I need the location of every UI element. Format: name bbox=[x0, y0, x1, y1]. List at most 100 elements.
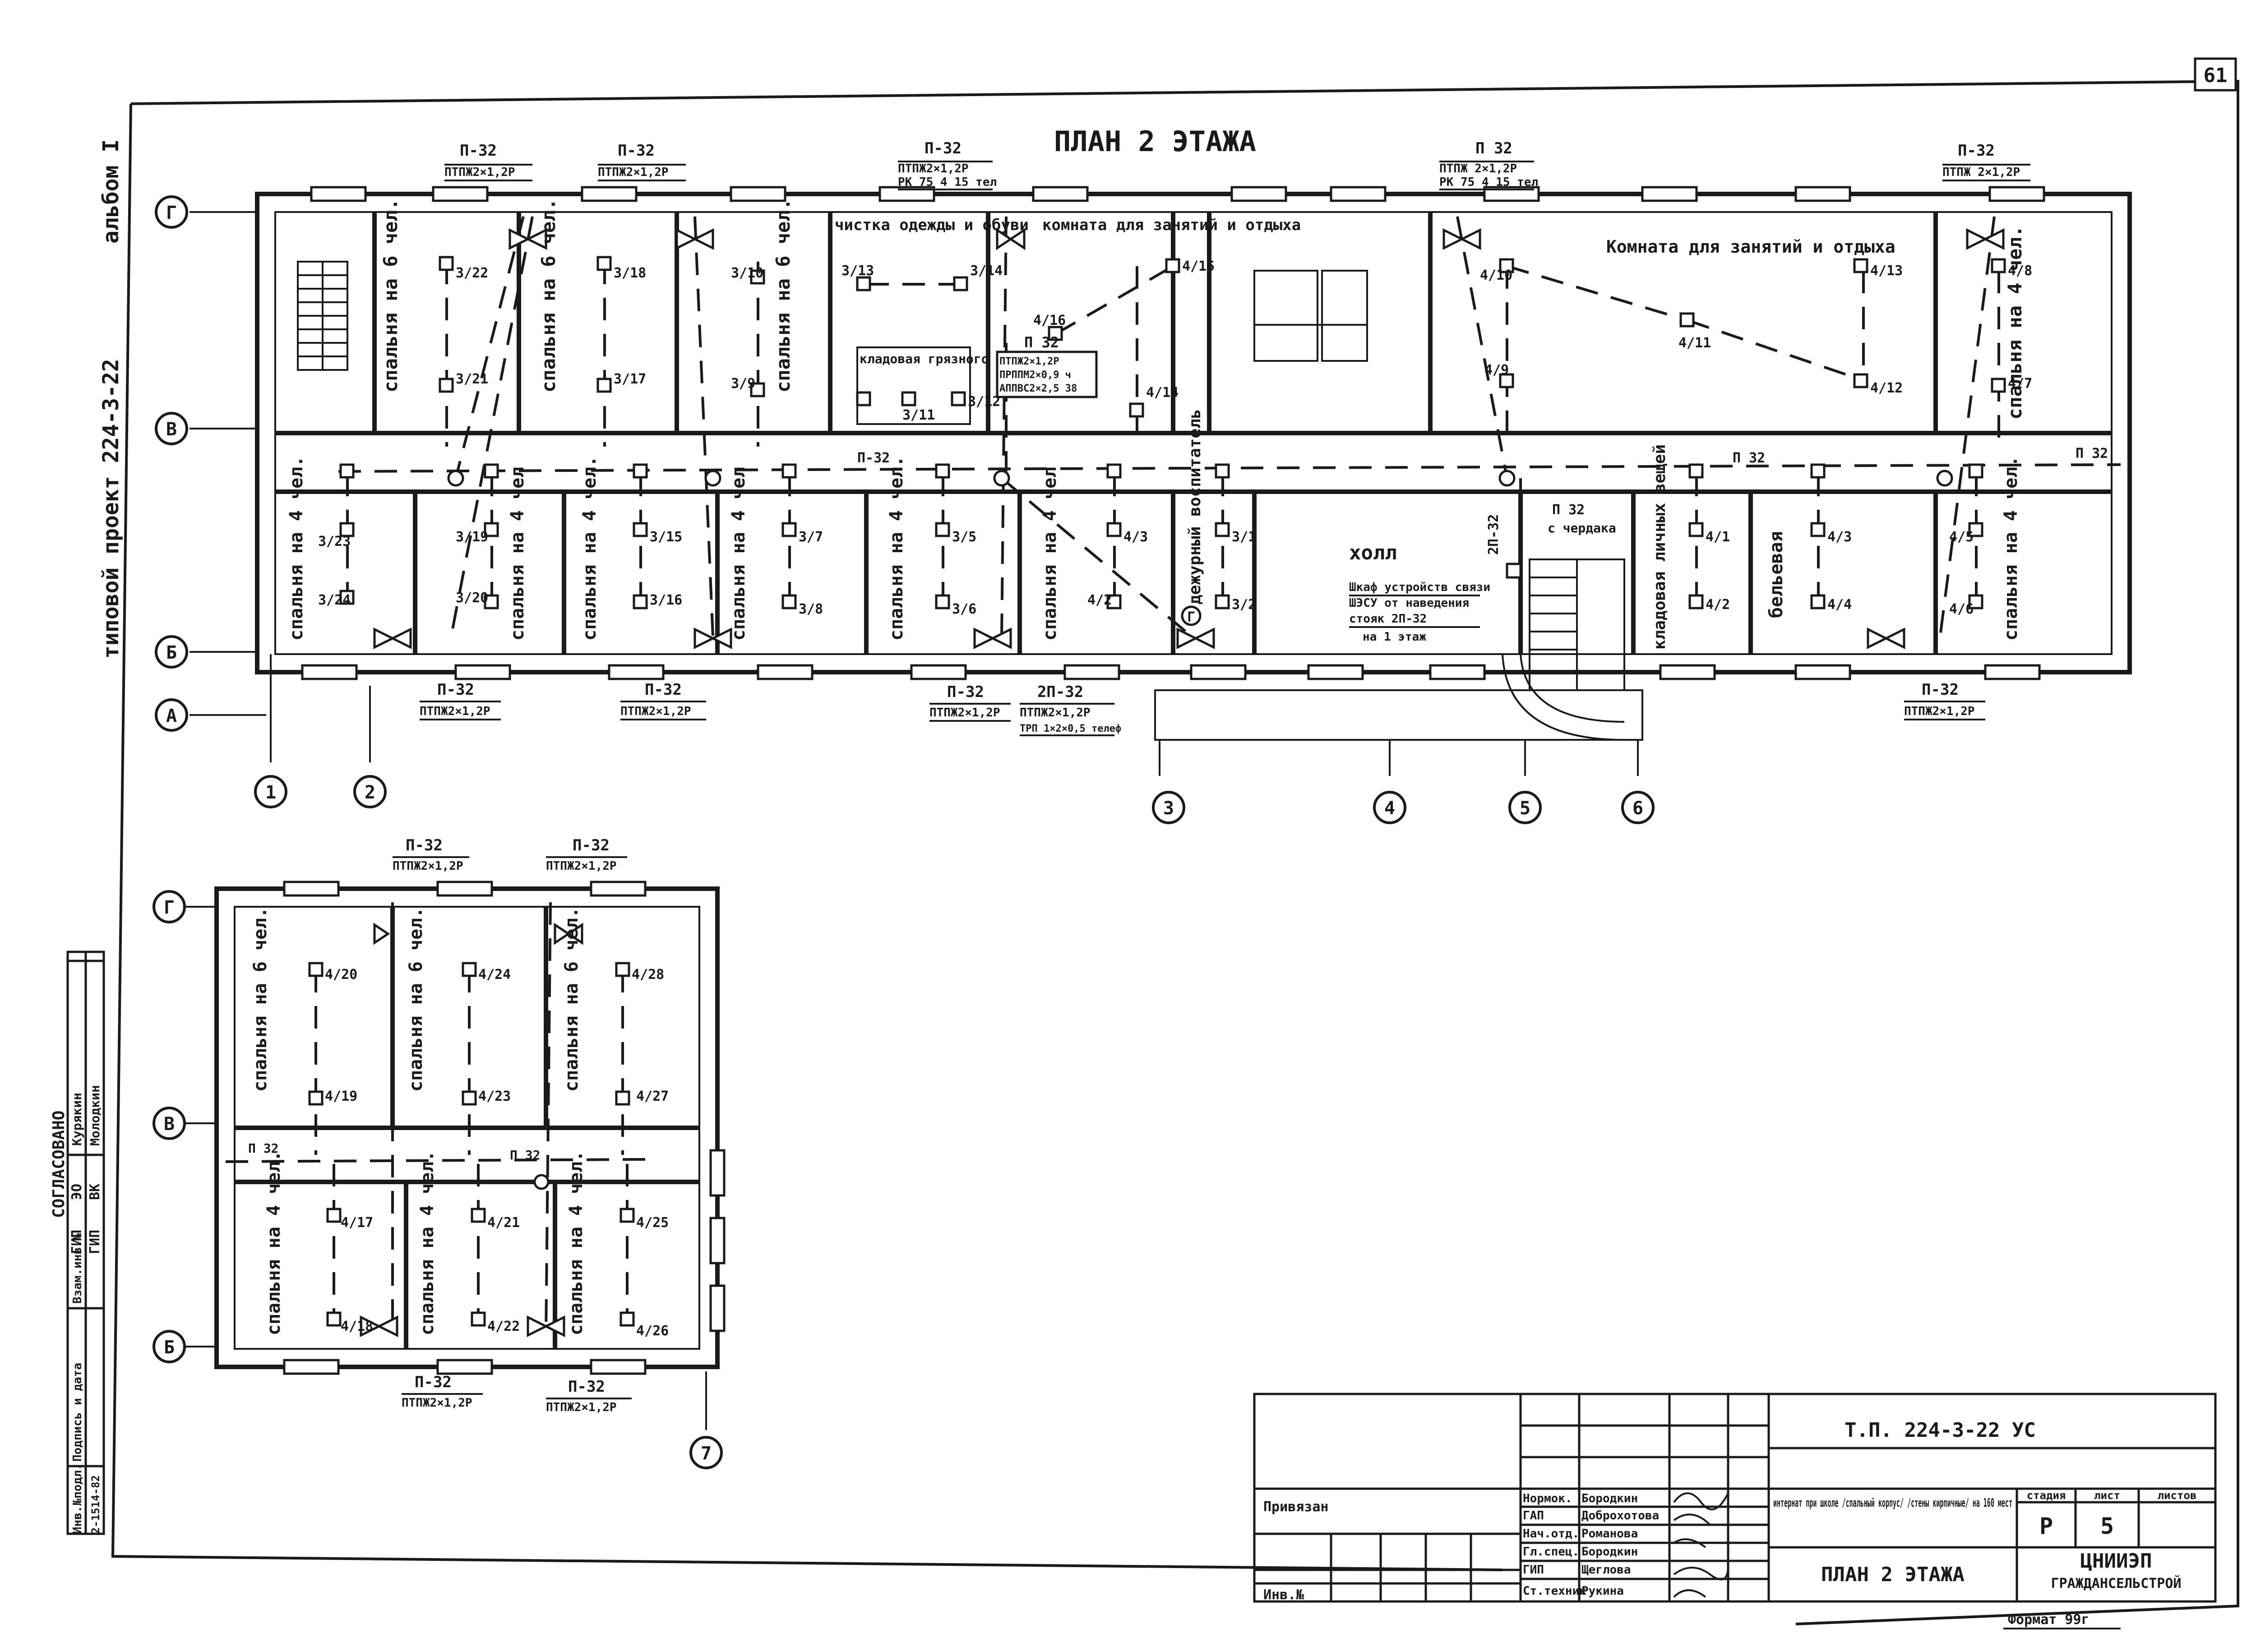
svg-text:ПЛАН 2 ЭТАЖА: ПЛАН 2 ЭТАЖА bbox=[1821, 1563, 1965, 1586]
svg-text:лист: лист bbox=[2094, 1489, 2120, 1502]
svg-text:спальня на 4 чел: спальня на 4 чел bbox=[1040, 467, 1060, 641]
svg-text:3/21: 3/21 bbox=[456, 371, 488, 387]
page-number: 61 bbox=[2204, 64, 2228, 87]
svg-text:Привязан: Привязан bbox=[1263, 1499, 1329, 1515]
svg-text:4/2: 4/2 bbox=[1087, 592, 1112, 608]
svg-text:3/2: 3/2 bbox=[1232, 597, 1256, 613]
svg-text:Шкаф устройств связи: Шкаф устройств связи bbox=[1349, 581, 1490, 594]
svg-text:П 32: П 32 bbox=[1475, 139, 1512, 157]
room-cables-bottom bbox=[346, 474, 1978, 609]
project-label: типовой проект 224-3-22 bbox=[98, 359, 124, 659]
svg-text:Бородкин: Бородкин bbox=[1581, 1545, 1638, 1559]
svg-text:ПРППМ2×0,9 ч: ПРППМ2×0,9 ч bbox=[999, 369, 1071, 381]
svg-text:П-32: П-32 bbox=[857, 450, 890, 466]
svg-text:1: 1 bbox=[265, 782, 276, 803]
svg-text:спальня на 4 чел.: спальня на 4 чел. bbox=[886, 456, 907, 641]
svg-text:РК 75 4 15 тел: РК 75 4 15 тел bbox=[1439, 175, 1538, 189]
sheet-frame bbox=[111, 79, 2239, 1625]
svg-text:П 32: П 32 bbox=[248, 1141, 278, 1156]
svg-text:ПТПЖ2×1,2Р: ПТПЖ2×1,2Р bbox=[444, 166, 515, 179]
svg-text:4/22: 4/22 bbox=[487, 1319, 520, 1334]
svg-text:СОГЛАСОВАНО: СОГЛАСОВАНО bbox=[50, 1111, 68, 1218]
svg-text:4/14: 4/14 bbox=[1146, 385, 1179, 401]
svg-text:Г: Г bbox=[164, 897, 175, 918]
svg-text:Ст.техник: Ст.техник bbox=[1523, 1584, 1586, 1598]
svg-text:бельевая: бельевая bbox=[1766, 531, 1787, 618]
svg-text:Б: Б bbox=[164, 1337, 175, 1358]
svg-text:3: 3 bbox=[1163, 798, 1174, 819]
svg-text:3/14: 3/14 bbox=[970, 263, 1003, 279]
svg-text:Р: Р bbox=[2039, 1513, 2053, 1539]
svg-text:П-32: П-32 bbox=[1922, 681, 1959, 699]
svg-text:спальня на 6 чел.: спальня на 6 чел. bbox=[537, 198, 559, 392]
inset-plan: спальня на 6 чел. спальня на 6 чел. спал… bbox=[214, 836, 726, 1414]
svg-text:ЭО: ЭО bbox=[69, 1184, 85, 1200]
svg-text:6: 6 bbox=[1632, 798, 1643, 819]
svg-text:4/24: 4/24 bbox=[478, 967, 511, 983]
svg-text:ПТПЖ2×1,2Р: ПТПЖ2×1,2Р bbox=[898, 162, 969, 175]
bottom-partitions bbox=[413, 492, 1938, 741]
svg-text:4/13: 4/13 bbox=[1870, 263, 1903, 279]
svg-text:ГАП: ГАП bbox=[1523, 1509, 1544, 1523]
svg-text:ПТПЖ2×1,2Р: ПТПЖ2×1,2Р bbox=[402, 1396, 472, 1410]
svg-text:3/11: 3/11 bbox=[902, 407, 935, 423]
svg-text:ПТПЖ 2×1,2Р: ПТПЖ 2×1,2Р bbox=[1942, 166, 2020, 179]
svg-text:3/10: 3/10 bbox=[731, 265, 763, 281]
svg-text:3/17: 3/17 bbox=[614, 371, 646, 387]
svg-text:спальня на 6 чел.: спальня на 6 чел. bbox=[561, 907, 582, 1092]
svg-text:с чердака: с чердака bbox=[1548, 521, 1616, 535]
title-block: Т.П. 224-3-22 УС интернат при школе /спа… bbox=[1253, 1393, 2217, 1629]
svg-text:7: 7 bbox=[701, 1443, 712, 1464]
svg-text:П 32: П 32 bbox=[2076, 446, 2108, 461]
svg-text:Г: Г bbox=[1187, 609, 1195, 625]
svg-text:4/8: 4/8 bbox=[2008, 263, 2032, 279]
svg-text:дежурный воспитатель: дежурный воспитатель bbox=[1186, 409, 1204, 605]
svg-text:4/2: 4/2 bbox=[1706, 597, 1730, 613]
svg-text:3/16: 3/16 bbox=[650, 592, 682, 608]
svg-text:Рукина: Рукина bbox=[1581, 1584, 1624, 1598]
svg-text:4/5: 4/5 bbox=[1949, 529, 1974, 545]
cable-labels-bottom: П-32 ПТПЖ2×1,2Р П-32 ПТПЖ2×1,2Р П-32 ПТП… bbox=[420, 581, 1985, 736]
svg-text:3/6: 3/6 bbox=[952, 601, 976, 617]
svg-text:2П-32: 2П-32 bbox=[1486, 514, 1502, 555]
svg-text:ПТПЖ2×1,2Р: ПТПЖ2×1,2Р bbox=[1020, 706, 1091, 720]
svg-text:Щеглова: Щеглова bbox=[1581, 1563, 1631, 1577]
svg-text:4/19: 4/19 bbox=[325, 1089, 357, 1104]
svg-text:спальня на 6 чел.: спальня на 6 чел. bbox=[379, 198, 402, 392]
svg-text:Инв.№: Инв.№ bbox=[1263, 1587, 1304, 1603]
svg-text:ПТПЖ2×1,2Р: ПТПЖ2×1,2Р bbox=[1904, 705, 1975, 718]
svg-text:кладовая личных вещей: кладовая личных вещей bbox=[1650, 444, 1669, 650]
svg-text:3/12: 3/12 bbox=[968, 394, 1000, 410]
svg-text:4/25: 4/25 bbox=[636, 1215, 669, 1231]
svg-text:ПТПЖ2×1,2Р: ПТПЖ2×1,2Р bbox=[420, 705, 490, 718]
svg-text:4/23: 4/23 bbox=[478, 1089, 511, 1104]
room-cables-top bbox=[445, 216, 2000, 637]
svg-text:Молодкин: Молодкин bbox=[88, 1085, 102, 1146]
svg-text:4/4: 4/4 bbox=[1827, 597, 1852, 613]
svg-text:ПТПЖ 2×1,2Р: ПТПЖ 2×1,2Р bbox=[1439, 162, 1517, 175]
svg-text:стадия: стадия bbox=[2027, 1489, 2066, 1502]
svg-text:4/10: 4/10 bbox=[1480, 268, 1512, 283]
svg-text:3/7: 3/7 bbox=[799, 529, 823, 545]
svg-text:3/15: 3/15 bbox=[650, 529, 682, 545]
top-partitions bbox=[297, 212, 1938, 433]
outlet-numbers-top: 3/22 3/21 3/18 3/17 3/10 3/9 3/13 3/14 3… bbox=[456, 258, 2032, 423]
svg-text:4/1: 4/1 bbox=[1706, 529, 1730, 545]
svg-text:4/11: 4/11 bbox=[1678, 335, 1711, 351]
loudspeaker-icons bbox=[373, 228, 2005, 650]
svg-text:ЦНИИЭП: ЦНИИЭП bbox=[2080, 1550, 2152, 1573]
svg-text:спальня на 4 чел.: спальня на 4 чел. bbox=[286, 456, 307, 641]
svg-text:5: 5 bbox=[2100, 1513, 2114, 1539]
svg-text:ПТПЖ2×1,2Р: ПТПЖ2×1,2Р bbox=[598, 166, 669, 179]
svg-text:Нач.отд.: Нач.отд. bbox=[1523, 1527, 1579, 1541]
svg-text:П-32: П-32 bbox=[573, 836, 610, 854]
svg-text:спальня на 4 чел.: спальня на 4 чел. bbox=[566, 1151, 587, 1335]
svg-text:3/20: 3/20 bbox=[456, 590, 488, 606]
svg-text:РК 75 4 15 тел: РК 75 4 15 тел bbox=[898, 175, 997, 189]
svg-text:ГРАЖДАНСЕЛЬСТРОЙ: ГРАЖДАНСЕЛЬСТРОЙ bbox=[2051, 1575, 2182, 1592]
svg-text:4/27: 4/27 bbox=[636, 1089, 669, 1104]
outlets-main: Г bbox=[339, 256, 2006, 626]
svg-text:Взам.инв.№: Взам.инв.№ bbox=[71, 1233, 84, 1304]
svg-text:2: 2 bbox=[365, 782, 375, 803]
svg-text:Нормок.: Нормок. bbox=[1523, 1492, 1572, 1505]
